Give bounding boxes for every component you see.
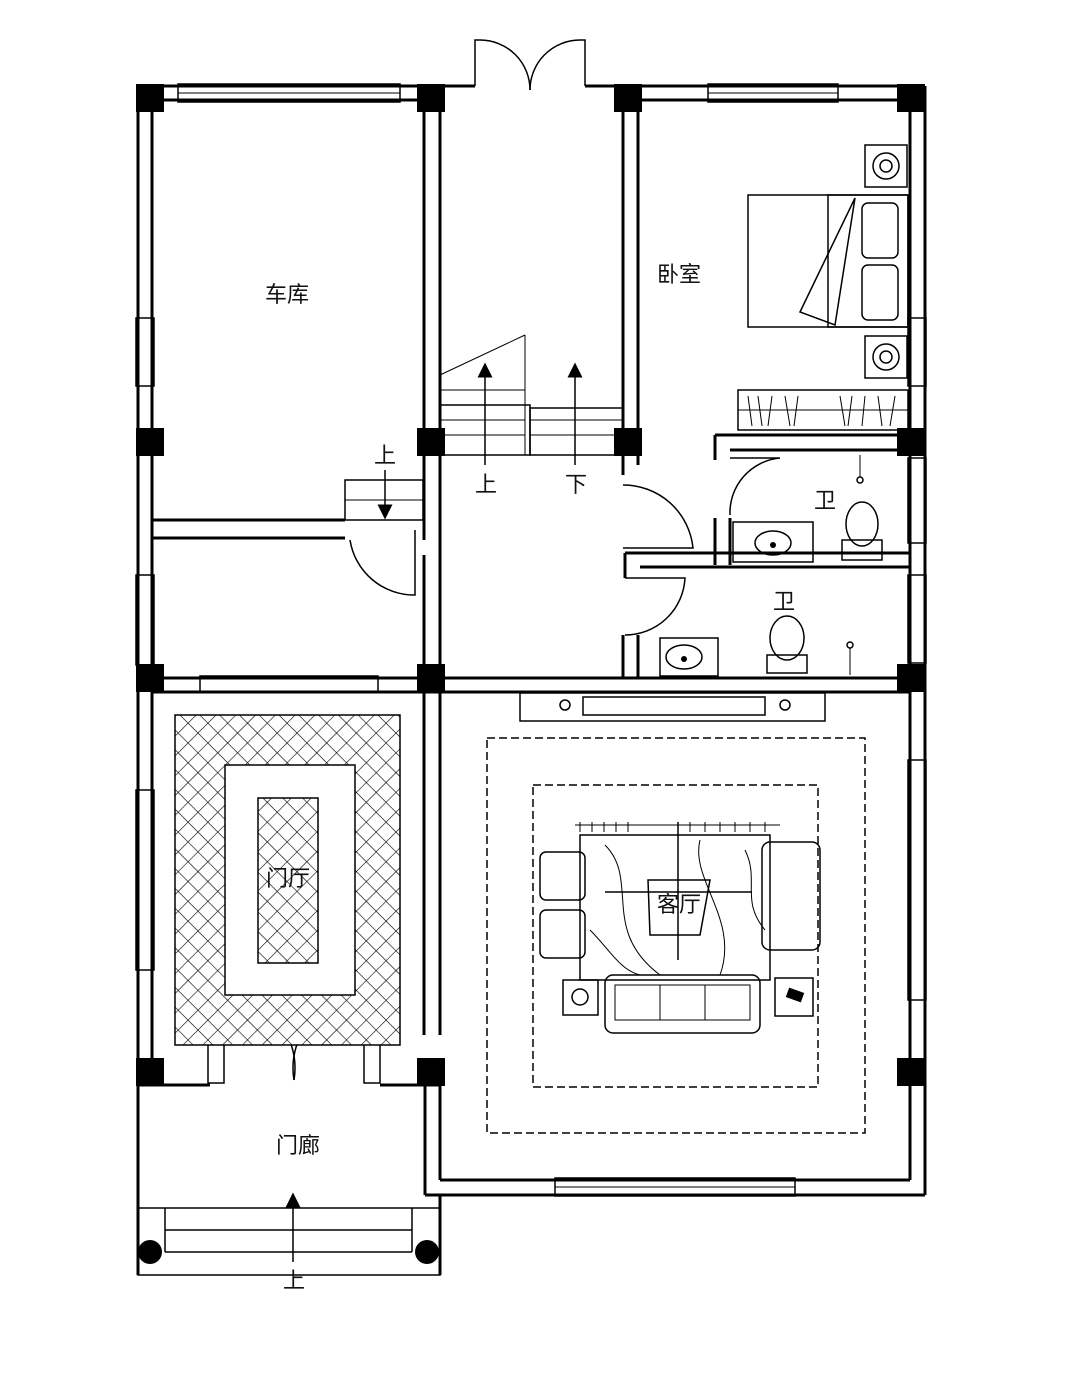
interior-walls: [152, 100, 910, 1035]
stair-label-porch-up: 上: [283, 1269, 305, 1294]
bath-upper-fixtures: [732, 455, 883, 563]
room-label-living: 客厅: [657, 893, 701, 918]
ceiling-outlines: [486, 737, 866, 1134]
foyer-carpet: [174, 714, 401, 1046]
wardrobe: [737, 389, 909, 431]
room-label-porch: 门廊: [276, 1134, 320, 1159]
windows: [135, 83, 927, 1197]
tv-console: [519, 692, 826, 722]
main-staircase: [439, 334, 624, 465]
garage-steps: [344, 470, 424, 521]
room-label-bath-upper: 卫: [814, 489, 836, 514]
structural-columns: [136, 84, 925, 1086]
living-rug: [575, 822, 780, 981]
room-label-bath-lower: 卫: [773, 590, 795, 615]
stair-label-garage-up: 上: [374, 444, 396, 469]
room-label-foyer: 门厅: [266, 867, 310, 892]
porch-steps: [136, 1085, 442, 1276]
room-label-bedroom: 卧室: [657, 263, 701, 288]
sofa-set: [539, 841, 821, 1034]
stair-label-main-down: 下: [565, 473, 587, 498]
stair-label-main-up: 上: [475, 473, 497, 498]
nightstand-lamps: [864, 144, 908, 379]
bed: [747, 194, 909, 328]
room-label-garage: 车库: [265, 283, 309, 308]
bath-lower-fixtures: [659, 615, 854, 677]
